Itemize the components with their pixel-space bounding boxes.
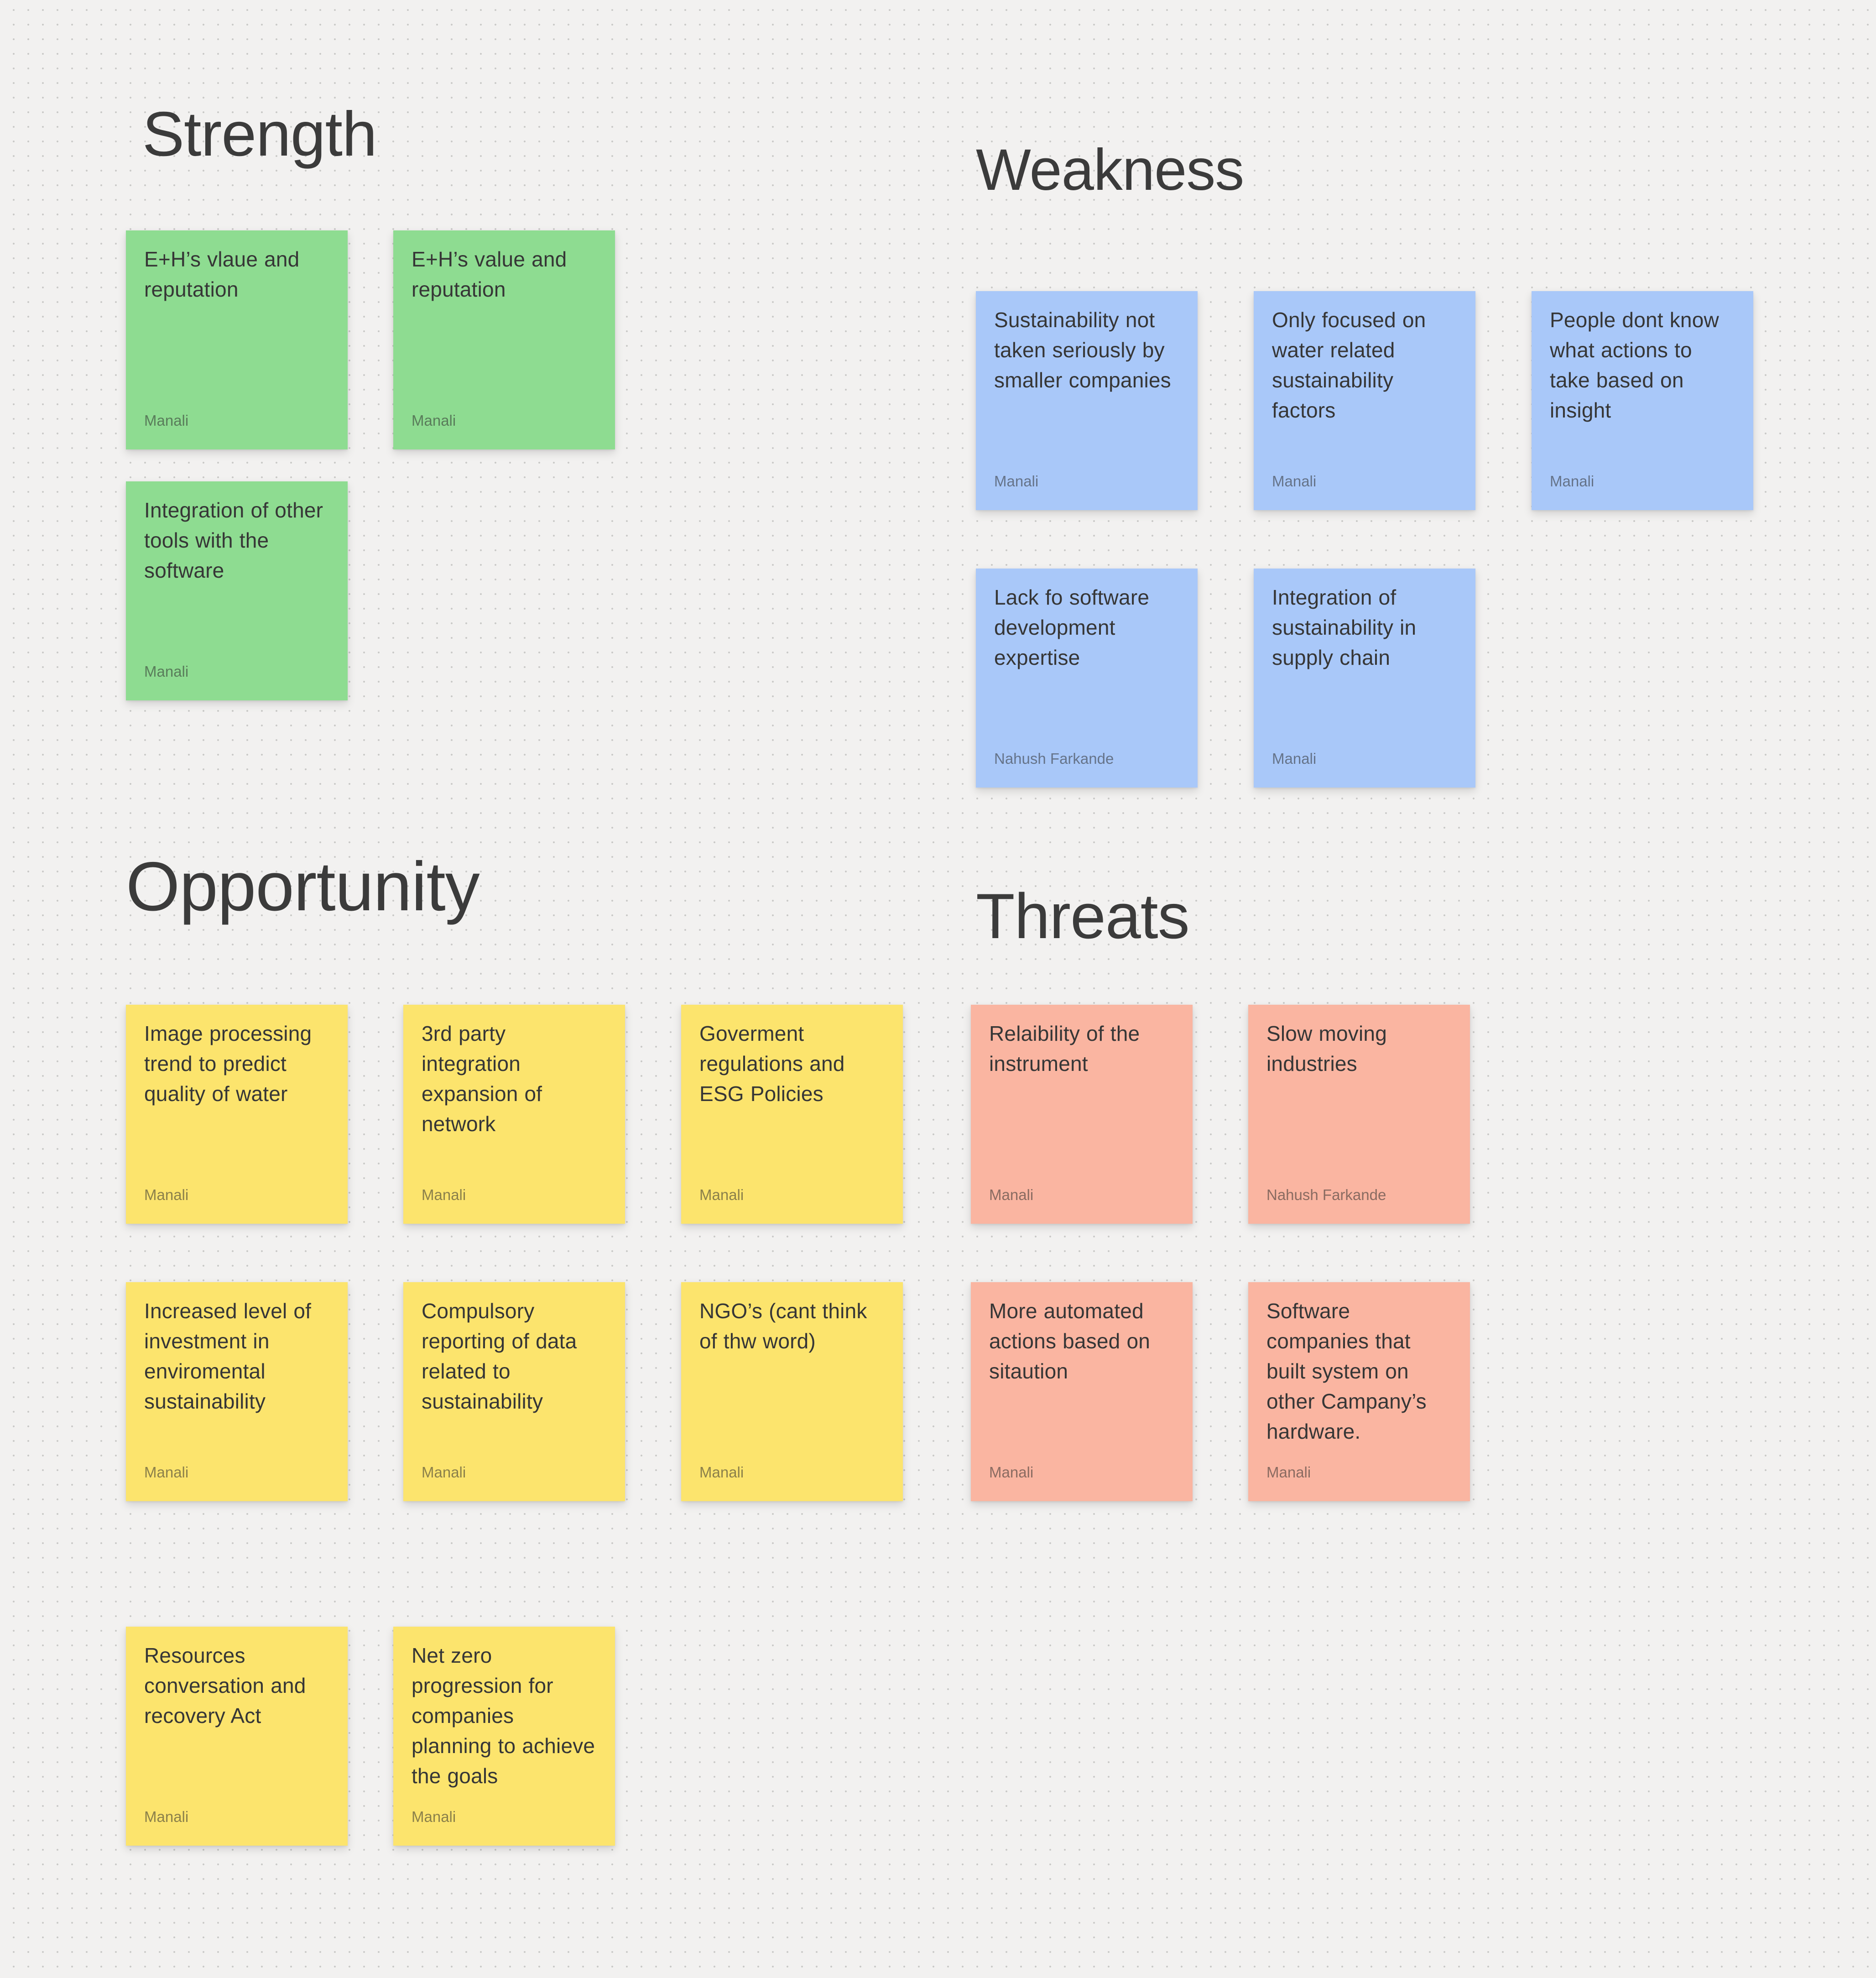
sticky-note-threats-3[interactable]: More automated actions based on sitautio… [971,1282,1193,1501]
sticky-note-text: Goverment regulations and ESG Policies [699,1022,845,1106]
sticky-note-author: Manali [422,1186,466,1203]
sticky-note-author: Nahush Farkande [1266,1186,1386,1203]
sticky-note-text: Only focused on water related sustainabi… [1272,308,1426,422]
sticky-note-opportunity-2[interactable]: 3rd party integration expansion of netwo… [403,1005,625,1224]
sticky-note-author: Manali [412,1808,456,1825]
sticky-note-weakness-5[interactable]: Integration of sustainability in supply … [1254,569,1475,788]
sticky-note-weakness-1[interactable]: Sustainability not taken seriously by sm… [976,291,1198,510]
section-title-strength[interactable]: Strength [142,99,377,169]
sticky-note-author: Manali [1266,1464,1311,1481]
sticky-note-text: Resources conversation and recovery Act [144,1644,306,1727]
sticky-note-text: Slow moving industries [1266,1022,1387,1075]
sticky-note-text: Software companies that built system on … [1266,1299,1427,1443]
sticky-note-opportunity-6[interactable]: NGO’s (cant think of thw word) Manali [681,1282,903,1501]
sticky-note-text: E+H’s value and reputation [412,247,567,301]
sticky-note-text: Lack fo software development expertise [994,585,1150,669]
sticky-note-text: Integration of sustainability in supply … [1272,585,1417,669]
section-title-weakness[interactable]: Weakness [976,137,1244,203]
sticky-note-author: Manali [989,1186,1034,1203]
sticky-note-opportunity-8[interactable]: Net zero progression for companies plann… [393,1627,615,1846]
sticky-note-author: Manali [144,1186,189,1203]
sticky-note-text: Increased level of investment in envirom… [144,1299,312,1413]
sticky-note-author: Manali [144,1808,189,1825]
sticky-note-strength-3[interactable]: Integration of other tools with the soft… [126,481,348,700]
sticky-note-text: People dont know what actions to take ba… [1550,308,1719,422]
sticky-note-author: Manali [699,1186,744,1203]
sticky-note-author: Manali [412,412,456,429]
sticky-note-text: Sustainability not taken seriously by sm… [994,308,1171,392]
sticky-note-text: Image processing trend to predict qualit… [144,1022,312,1106]
sticky-note-author: Manali [989,1464,1034,1481]
sticky-note-author: Manali [144,1464,189,1481]
section-title-threats[interactable]: Threats [976,880,1190,952]
sticky-note-opportunity-4[interactable]: Increased level of investment in envirom… [126,1282,348,1501]
sticky-note-author: Manali [1272,750,1317,767]
sticky-note-text: Compulsory reporting of data related to … [422,1299,577,1413]
sticky-note-weakness-2[interactable]: Only focused on water related sustainabi… [1254,291,1475,510]
sticky-note-author: Manali [144,412,189,429]
sticky-note-author: Manali [699,1464,744,1481]
sticky-note-threats-4[interactable]: Software companies that built system on … [1248,1282,1470,1501]
sticky-note-author: Manali [1550,473,1595,490]
sticky-note-text: Relaibility of the instrument [989,1022,1140,1075]
sticky-note-weakness-3[interactable]: People dont know what actions to take ba… [1532,291,1753,510]
sticky-note-text: More automated actions based on sitautio… [989,1299,1151,1383]
sticky-note-author: Manali [144,663,189,680]
sticky-note-opportunity-1[interactable]: Image processing trend to predict qualit… [126,1005,348,1224]
sticky-note-text: E+H’s vlaue and reputation [144,247,300,301]
sticky-note-opportunity-5[interactable]: Compulsory reporting of data related to … [403,1282,625,1501]
sticky-note-text: NGO’s (cant think of thw word) [699,1299,867,1353]
sticky-note-author: Manali [1272,473,1317,490]
sticky-note-author: Manali [422,1464,466,1481]
sticky-note-text: Integration of other tools with the soft… [144,498,323,582]
sticky-note-text: Net zero progression for companies plann… [412,1644,595,1788]
sticky-note-author: Manali [994,473,1039,490]
sticky-note-text: 3rd party integration expansion of netwo… [422,1022,542,1136]
sticky-note-author: Nahush Farkande [994,750,1114,767]
section-title-opportunity[interactable]: Opportunity [126,848,480,925]
